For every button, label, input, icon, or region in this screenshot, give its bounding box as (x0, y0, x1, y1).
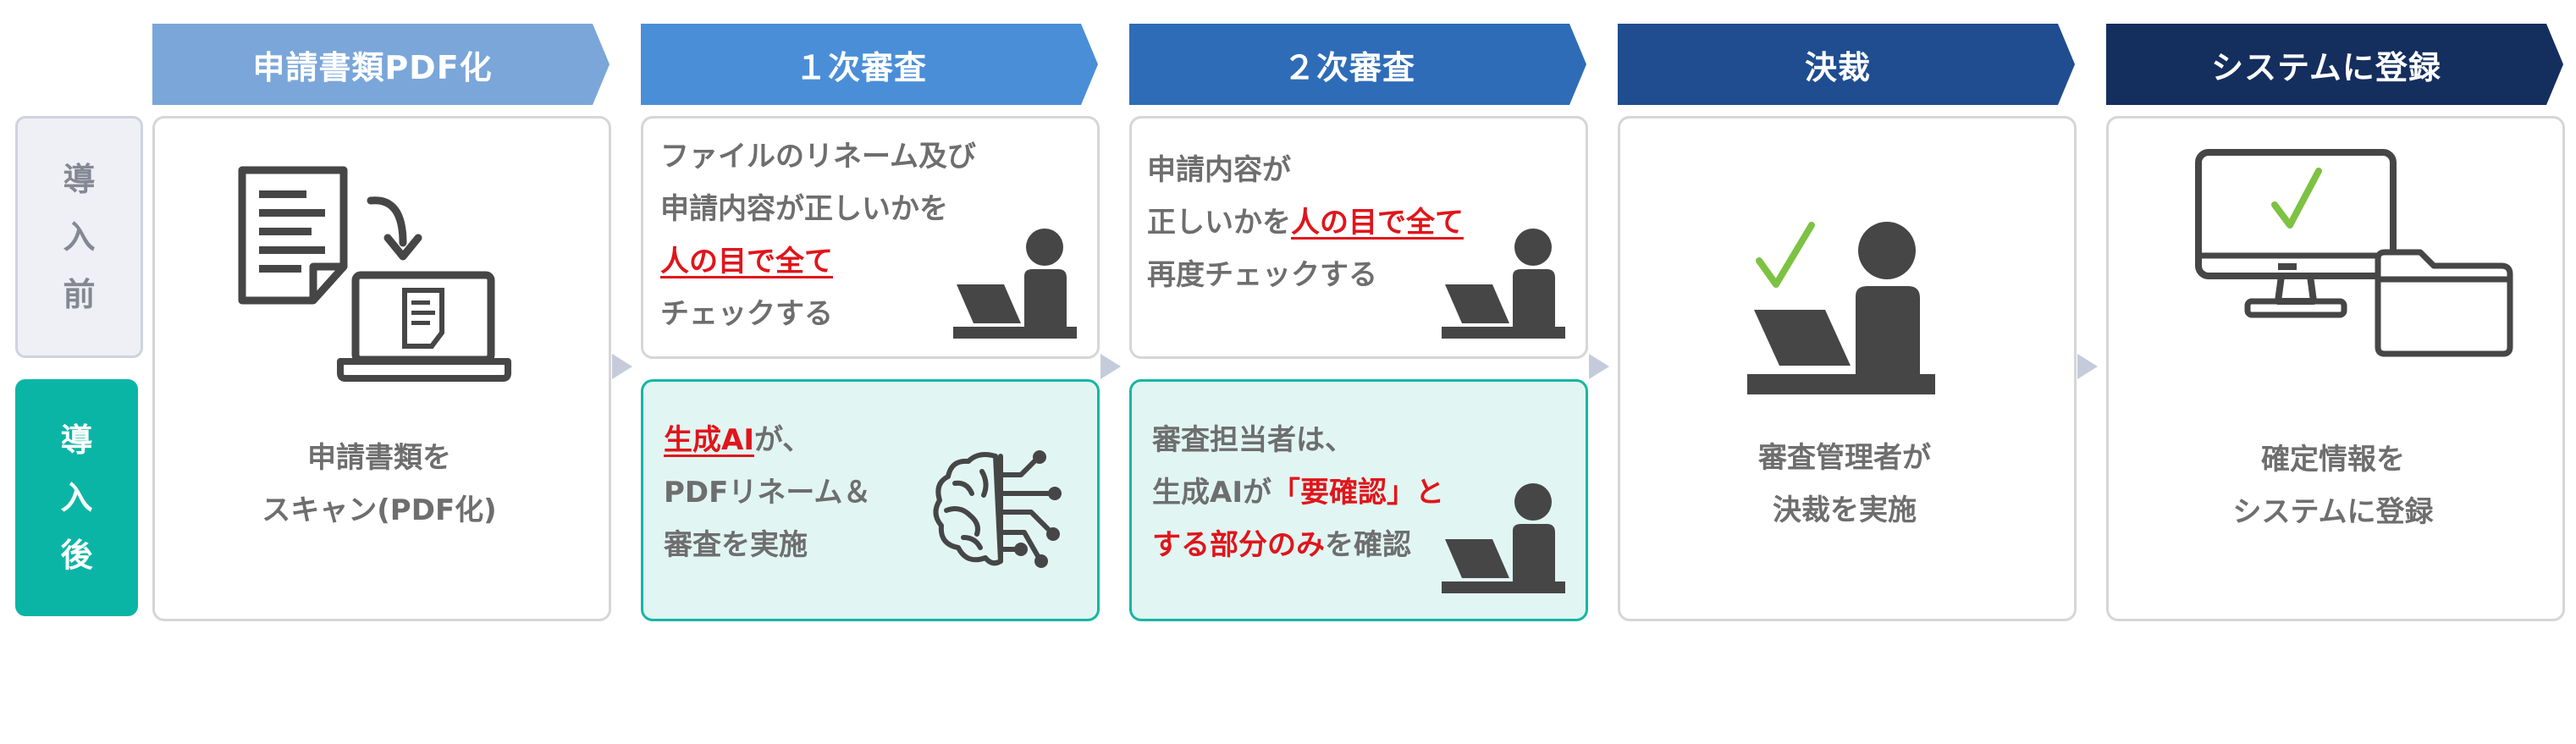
label-char: 導 (63, 161, 96, 198)
highlight-only-part: する部分のみ (1152, 528, 1325, 562)
text-line: PDFリネーム＆ (664, 476, 872, 510)
stage-label: １次審査 (794, 48, 927, 86)
document-to-laptop-icon (238, 166, 511, 382)
first-review-before-text: ファイルのリネーム及び 申請内容が正しいかを 人の目で全て チェックする (660, 130, 976, 340)
label-char: 入 (63, 218, 96, 256)
label-char: 導 (60, 422, 93, 459)
text-line: ファイルのリネーム及び (660, 140, 976, 174)
caption-line: 決裁を実施 (1773, 493, 1917, 527)
text-line: 生成AIが、 (664, 414, 871, 466)
card-second-review-after: 審査担当者は、 生成AIが「要確認」と する部分のみを確認 (1129, 379, 1588, 621)
text-line: 再度チェックする (1147, 258, 1377, 292)
text-line: する部分のみを確認 (1152, 519, 1444, 571)
caption-line: 確定情報を (2261, 443, 2405, 477)
highlight-human-check: 人の目で全て (660, 245, 833, 278)
flow-arrow-icon (612, 354, 632, 379)
text-line: チェックする (660, 297, 833, 331)
ai-brain-icon (933, 450, 1062, 568)
register-caption: 確定情報を システムに登録 (2109, 433, 2557, 538)
manager-at-laptop-icon (1747, 222, 1935, 394)
card-register: 確定情報を システムに登録 (2106, 116, 2565, 621)
stage-header-second-review: ２次審査 (1129, 24, 1586, 105)
flow-arrow-icon (1100, 354, 1121, 379)
text-line: 生成AIが「要確認」と (1152, 466, 1444, 519)
text-line: 申請内容が正しいかを (660, 192, 948, 226)
stage-label: 決裁 (1804, 48, 1871, 86)
text-line: 申請内容が (1147, 153, 1291, 187)
highlight-generative-ai: 生成AI (664, 423, 754, 457)
stage-label: システムに登録 (2211, 48, 2441, 86)
person-at-laptop-icon (1442, 483, 1565, 593)
second-review-after-text: 審査担当者は、 生成AIが「要確認」と する部分のみを確認 (1152, 414, 1444, 571)
label-before-introduction: 導 入 前 (15, 116, 143, 358)
first-review-after-text: 生成AIが、 PDFリネーム＆ 審査を実施 (664, 414, 871, 571)
label-char: 前 (63, 276, 96, 313)
text-line: 審査担当者は、 (1152, 423, 1354, 457)
text-line-highlight: 人の目で全て (660, 235, 976, 288)
flow-arrow-icon (1589, 354, 1609, 379)
text-line: 正しいかを人の目で全て (1147, 196, 1464, 249)
stage-header-pdf: 申請書類PDF化 (152, 24, 610, 105)
text-fragment: 生成AIが (1152, 476, 1271, 510)
stage-label: 申請書類PDF化 (252, 48, 493, 86)
label-char: 入 (60, 479, 93, 516)
card-pdf-scan: 申請書類を スキャン(PDF化) (152, 116, 611, 621)
caption-line: 申請書類を (307, 441, 451, 475)
label-after-introduction: 導 入 後 (15, 379, 138, 616)
stage-label: ２次審査 (1282, 48, 1415, 86)
caption-line: スキャン(PDF化) (262, 493, 497, 527)
stage-header-register: システムに登録 (2106, 24, 2563, 105)
text-line: 審査を実施 (664, 528, 808, 562)
card-first-review-before: ファイルのリネーム及び 申請内容が正しいかを 人の目で全て チェックする (641, 116, 1100, 359)
card-approval: 審査管理者が 決裁を実施 (1618, 116, 2077, 621)
person-at-laptop-icon (1442, 229, 1565, 339)
card-first-review-after: 生成AIが、 PDFリネーム＆ 審査を実施 (641, 379, 1100, 621)
approval-caption: 審査管理者が 決裁を実施 (1620, 432, 2069, 537)
monitor-folder-icon (2195, 149, 2513, 357)
second-review-before-text: 申請内容が 正しいかを人の目で全て 再度チェックする (1147, 144, 1464, 301)
label-char: 後 (60, 537, 93, 574)
highlight-human-check: 人の目で全て (1291, 206, 1464, 240)
text-fragment: 正しいかを (1147, 206, 1291, 240)
stage-header-approval: 決裁 (1618, 24, 2075, 105)
card-second-review-before: 申請内容が 正しいかを人の目で全て 再度チェックする (1129, 116, 1588, 359)
person-at-laptop-icon (953, 229, 1077, 339)
text-fragment: が、 (753, 423, 812, 457)
caption-line: 審査管理者が (1758, 441, 1931, 475)
text-fragment: を確認 (1325, 528, 1411, 562)
stage-header-first-review: １次審査 (641, 24, 1098, 105)
highlight-needs-confirmation: 「要確認」と (1271, 476, 1444, 510)
pdf-scan-caption: 申請書類を スキャン(PDF化) (155, 432, 604, 537)
caption-line: システムに登録 (2232, 495, 2434, 529)
check-mark-icon (1756, 222, 1815, 288)
flow-arrow-icon (2077, 354, 2098, 379)
